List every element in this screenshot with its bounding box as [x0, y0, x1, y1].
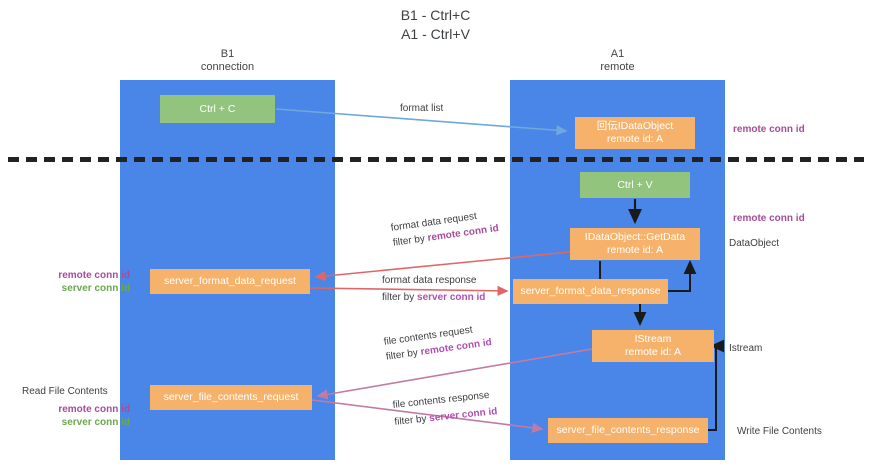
- node-server-format-data-request[interactable]: server_format_data_request: [150, 269, 310, 294]
- annotation-right-getdata-conn: remote conn id: [733, 212, 805, 225]
- annotation-left-remote-conn-id: remote conn id: [58, 270, 130, 281]
- filter-prefix: filter by: [382, 292, 418, 303]
- node-idataobject[interactable]: 回伝IDataObject remote id: A: [575, 117, 695, 149]
- diagram-title: B1 - Ctrl+C A1 - Ctrl+V: [0, 6, 871, 44]
- node-ctrl-c-label: Ctrl + C: [199, 102, 236, 115]
- node-getdata-remote-id: remote id: A: [606, 244, 664, 256]
- edge-label-format-data-response-filter: filter by server conn id: [382, 291, 485, 304]
- node-idataobject-label: 回伝IDataObject: [596, 120, 674, 132]
- node-idataobject-remote-id: remote id: A: [606, 133, 664, 145]
- edge-label-file-contents-request: file contents request filter by remote c…: [383, 321, 493, 364]
- lane-header-b1: B1 connection: [120, 48, 335, 74]
- lane-header-b1-role: connection: [200, 61, 255, 73]
- node-idataobject-getdata[interactable]: IDataObject::GetData remote id: A: [570, 228, 700, 260]
- lane-header-a1: A1 remote: [510, 48, 725, 74]
- node-istream[interactable]: IStream remote id: A: [592, 330, 714, 362]
- filter-prefix: filter by: [392, 232, 429, 249]
- filter-prefix: filter by: [385, 346, 422, 363]
- node-server-format-data-response-label: server_format_data_response: [520, 285, 661, 297]
- node-server-file-contents-response-label: server_file_contents_response: [556, 424, 700, 436]
- annotation-left-read-file-contents-text: Read File Contents: [22, 386, 108, 397]
- node-getdata-label: IDataObject::GetData: [584, 231, 686, 243]
- node-server-file-contents-response[interactable]: server_file_contents_response: [548, 418, 708, 443]
- annotation-left-remote-conn-id-2: remote conn id: [58, 404, 130, 415]
- phase-divider: [8, 157, 864, 162]
- node-server-format-data-request-label: server_format_data_request: [164, 275, 296, 287]
- filter-prefix: filter by: [393, 413, 430, 428]
- annotation-right-write-file-contents-text: Write File Contents: [737, 426, 822, 437]
- edge-label-format-list-text: format list: [400, 103, 444, 114]
- node-ctrl-v-label: Ctrl + V: [617, 178, 653, 191]
- filter-key-server-conn-id: server conn id: [417, 292, 486, 303]
- annotation-left-server-conn-id-2: server conn id: [61, 417, 130, 428]
- node-ctrl-c[interactable]: Ctrl + C: [160, 95, 275, 123]
- edge-label-format-data-response: format data response filter by server co…: [382, 274, 485, 304]
- annotation-left-conn-ids-2: remote conn id server conn id: [20, 403, 130, 429]
- filter-key-server-conn-id: server conn id: [428, 406, 498, 425]
- node-istream-remote-id: remote id: A: [624, 346, 682, 358]
- lane-header-a1-role: remote: [600, 61, 635, 73]
- lane-header-a1-name: A1: [610, 48, 625, 60]
- annotation-right-dataobject-text: DataObject: [729, 238, 780, 249]
- diagram-title-line-1: B1 - Ctrl+C: [400, 7, 471, 23]
- diagram-title-line-2: A1 - Ctrl+V: [401, 26, 470, 42]
- node-server-format-data-response[interactable]: server_format_data_response: [513, 279, 668, 304]
- edge-label-file-contents-response: file contents response filter by server …: [392, 388, 498, 429]
- node-istream-label: IStream: [634, 333, 672, 345]
- annotation-right-top-conn: remote conn id: [733, 123, 805, 136]
- annotation-right-top-conn-text: remote conn id: [733, 124, 805, 135]
- node-server-file-contents-request-label: server_file_contents_request: [163, 391, 299, 403]
- annotation-right-istream: Istream: [729, 342, 762, 355]
- annotation-right-getdata-conn-text: remote conn id: [733, 213, 805, 224]
- lane-header-b1-name: B1: [220, 48, 235, 60]
- annotation-right-istream-text: Istream: [729, 343, 763, 354]
- annotation-right-write-file-contents: Write File Contents: [737, 425, 822, 438]
- node-server-file-contents-request[interactable]: server_file_contents_request: [150, 385, 312, 410]
- node-ctrl-v[interactable]: Ctrl + V: [580, 172, 690, 198]
- annotation-right-dataobject: DataObject: [729, 237, 779, 250]
- annotation-left-conn-ids: remote conn id server conn id: [20, 269, 130, 295]
- edge-label-format-data-response-text: format data response: [382, 275, 477, 286]
- edge-label-format-list: format list: [400, 102, 443, 115]
- edge-label-format-data-request: format data request filter by remote con…: [390, 207, 500, 250]
- annotation-left-read-file-contents: Read File Contents: [22, 385, 108, 398]
- annotation-left-server-conn-id: server conn id: [61, 283, 130, 294]
